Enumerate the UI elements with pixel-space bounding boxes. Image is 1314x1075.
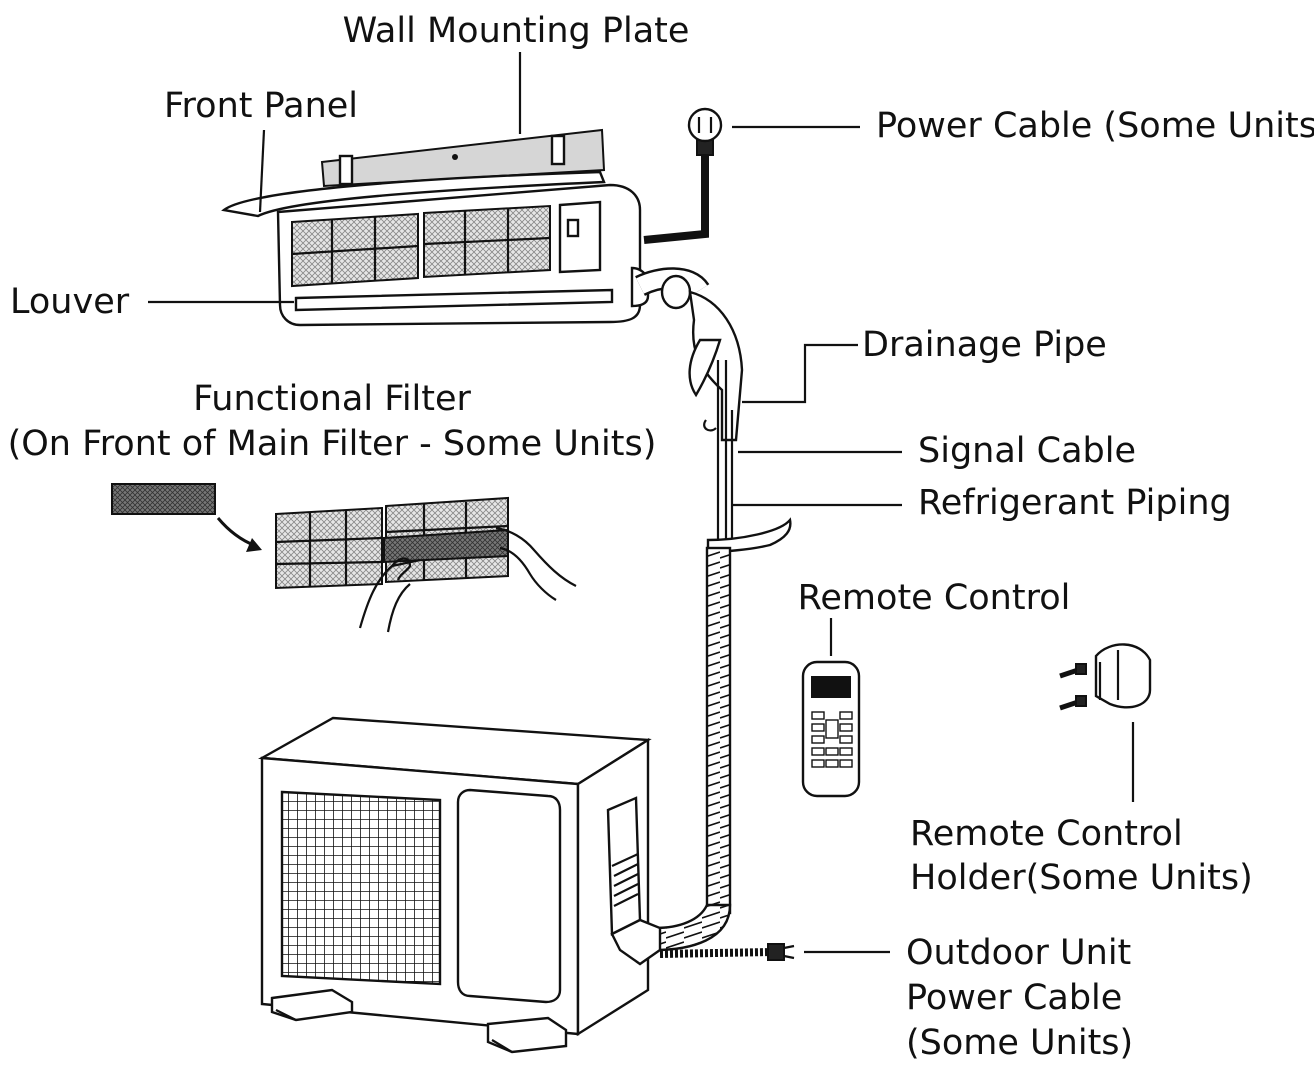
labels: Wall Mounting Plate Front Panel Power Ca…: [8, 11, 1314, 1063]
label-remote-control: Remote Control: [798, 578, 1071, 618]
leader-front-panel: [258, 129, 266, 213]
front-panel: [221, 170, 606, 218]
label-outdoor-power-line1: Outdoor Unit: [906, 933, 1131, 973]
label-front-panel: Front Panel: [164, 86, 358, 126]
label-wall-mounting-plate: Wall Mounting Plate: [343, 11, 690, 51]
outdoor-power-cable: [659, 943, 795, 961]
label-remote-holder-line1: Remote Control: [910, 814, 1183, 854]
drainage-curl: [688, 338, 722, 398]
remote-control: [801, 660, 861, 798]
outdoor-unit: [258, 716, 662, 1054]
label-remote-holder-line2: Holder(Some Units): [910, 858, 1253, 898]
leader-drainage-pipe: [742, 343, 858, 404]
label-louver: Louver: [10, 282, 130, 322]
label-outdoor-power-line2: Power Cable: [906, 978, 1122, 1018]
functional-filter-illustration: [111, 483, 577, 633]
indoor-unit: [221, 128, 650, 327]
piping-assembly: [635, 267, 792, 952]
label-refrigerant-piping: Refrigerant Piping: [918, 483, 1232, 523]
label-functional-filter-note: (On Front of Main Filter - Some Units): [8, 424, 657, 464]
label-outdoor-power-line3: (Some Units): [906, 1023, 1133, 1063]
label-functional-filter-title: Functional Filter: [193, 379, 471, 419]
label-signal-cable: Signal Cable: [918, 431, 1136, 471]
indoor-filters: [291, 204, 551, 288]
label-drainage-pipe: Drainage Pipe: [862, 325, 1107, 365]
leader-lines: [148, 52, 1135, 954]
louver: [294, 288, 614, 312]
label-power-cable: Power Cable (Some Units): [876, 106, 1314, 146]
wall-mounting-plate: [320, 128, 606, 188]
remote-control-holder: [1059, 643, 1152, 711]
indoor-power-cable: [643, 107, 723, 244]
